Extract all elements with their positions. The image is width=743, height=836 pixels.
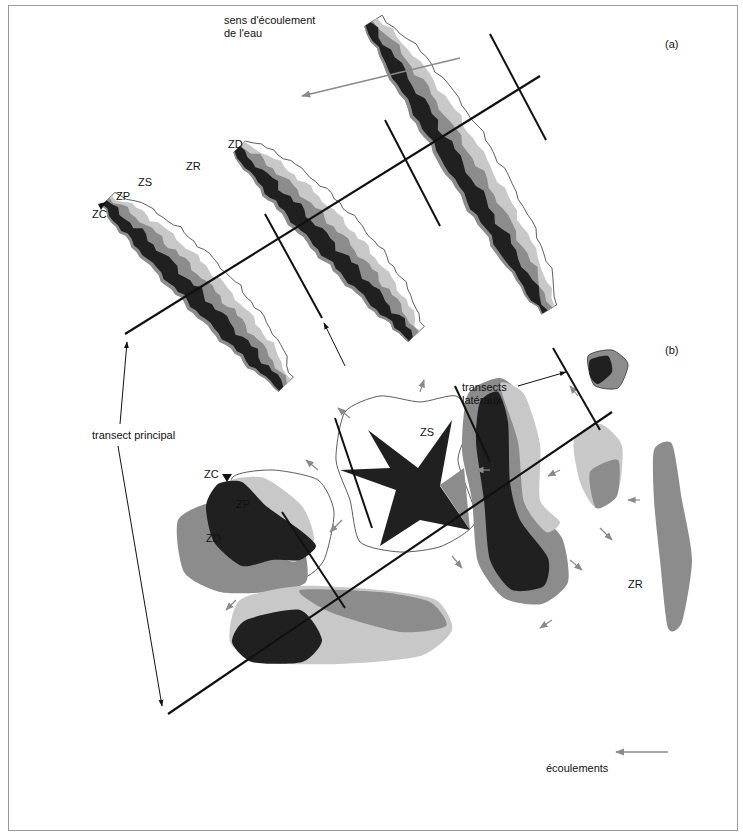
zone-label: ZC xyxy=(204,468,219,481)
flow-arrow xyxy=(628,499,640,500)
zone-label: ZP xyxy=(236,498,250,511)
transect-line xyxy=(282,512,345,608)
transect-line xyxy=(265,214,322,318)
flow-caption: sens d'écoulement de l'eau xyxy=(224,14,328,39)
callout-text: transect principal xyxy=(90,429,177,442)
flow-caption: écoulements xyxy=(546,762,608,775)
band-zone xyxy=(234,141,425,342)
vegetation-patch xyxy=(462,378,569,605)
vegetation-patch xyxy=(589,459,619,508)
vegetation-patch xyxy=(589,356,612,384)
flow-arrow xyxy=(548,470,560,476)
pointer-arrow xyxy=(518,372,566,386)
zone-label: ZP xyxy=(116,190,130,203)
band-zone xyxy=(365,15,557,314)
callout-text: transects latéraux xyxy=(462,381,520,406)
flow-arrow xyxy=(306,460,318,470)
panel-letter: (a) xyxy=(665,38,678,51)
band-zone xyxy=(235,146,413,341)
band-zone xyxy=(101,198,286,392)
pointer-arrow xyxy=(118,446,162,706)
zone-label: ZD xyxy=(228,138,243,151)
vegetation-patch xyxy=(587,350,628,389)
vegetation-patch xyxy=(653,441,692,631)
transect-line xyxy=(385,120,440,226)
zone-label: ZC xyxy=(92,208,107,221)
flow-arrow xyxy=(616,751,668,752)
transect-line xyxy=(125,76,540,334)
flow-arrow xyxy=(476,469,490,470)
band-zone xyxy=(102,200,283,390)
flow-arrow xyxy=(452,556,462,568)
flow-arrow xyxy=(338,408,350,418)
band-zone xyxy=(233,146,418,342)
zone-marker xyxy=(222,474,232,482)
zone-label: ZD xyxy=(206,532,221,545)
vegetation-patch xyxy=(206,481,316,567)
transect-line xyxy=(490,34,546,140)
flow-arrow xyxy=(226,600,236,610)
flow-arrow xyxy=(420,380,424,392)
vegetation-patch xyxy=(340,420,470,546)
pointer-arrow xyxy=(324,323,345,366)
band-zone xyxy=(102,195,291,391)
vegetation-patch xyxy=(336,396,476,552)
vegetation-bands xyxy=(101,15,556,392)
transect-line xyxy=(168,412,612,714)
vegetation-patch xyxy=(573,424,622,508)
band-zone xyxy=(102,192,294,391)
vegetation-patches xyxy=(177,350,692,665)
zone-label: ZS xyxy=(420,426,434,439)
zone-label: ZR xyxy=(628,578,643,591)
flow-arrow xyxy=(600,528,612,540)
flow-arrow xyxy=(570,560,582,570)
vegetation-patch xyxy=(476,392,549,592)
panel-letter: (b) xyxy=(665,344,678,357)
flow-arrow xyxy=(540,620,552,628)
zone-label: ZR xyxy=(186,160,201,173)
flow-arrow xyxy=(330,520,342,532)
zone-label: ZS xyxy=(138,176,152,189)
transects xyxy=(125,34,612,714)
flow-arrow xyxy=(302,58,460,96)
transect-line xyxy=(553,348,600,430)
transect-line xyxy=(335,418,372,528)
pointer-arrow xyxy=(120,342,127,424)
band-zone xyxy=(234,142,420,342)
frame xyxy=(9,6,738,831)
